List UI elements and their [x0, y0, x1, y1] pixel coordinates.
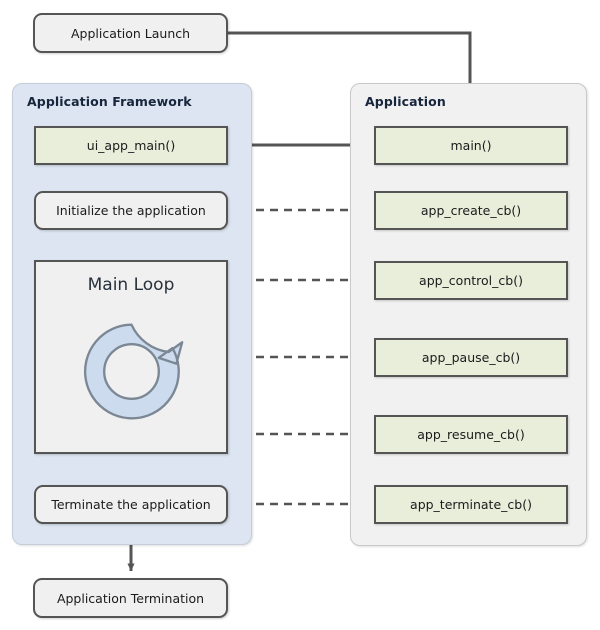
- node-app-pause-cb[interactable]: app_pause_cb(): [374, 338, 568, 377]
- node-terminate-the-application[interactable]: Terminate the application: [34, 485, 228, 524]
- node-main-loop-label: Main Loop: [87, 275, 175, 295]
- node-initialize-the-application[interactable]: Initialize the application: [34, 191, 228, 230]
- group-title-application-framework: Application Framework: [27, 94, 192, 109]
- node-application-launch[interactable]: Application Launch: [33, 13, 228, 53]
- node-app-create-cb[interactable]: app_create_cb(): [374, 191, 568, 230]
- node-application-termination[interactable]: Application Termination: [33, 578, 228, 618]
- node-main[interactable]: main(): [374, 126, 568, 165]
- circular-refresh-loop-icon: [83, 323, 184, 420]
- node-ui-app-main[interactable]: ui_app_main(): [34, 126, 228, 165]
- node-app-control-cb[interactable]: app_control_cb(): [374, 261, 568, 300]
- node-app-resume-cb[interactable]: app_resume_cb(): [374, 415, 568, 454]
- node-app-terminate-cb[interactable]: app_terminate_cb(): [374, 485, 568, 524]
- group-title-application: Application: [365, 94, 446, 109]
